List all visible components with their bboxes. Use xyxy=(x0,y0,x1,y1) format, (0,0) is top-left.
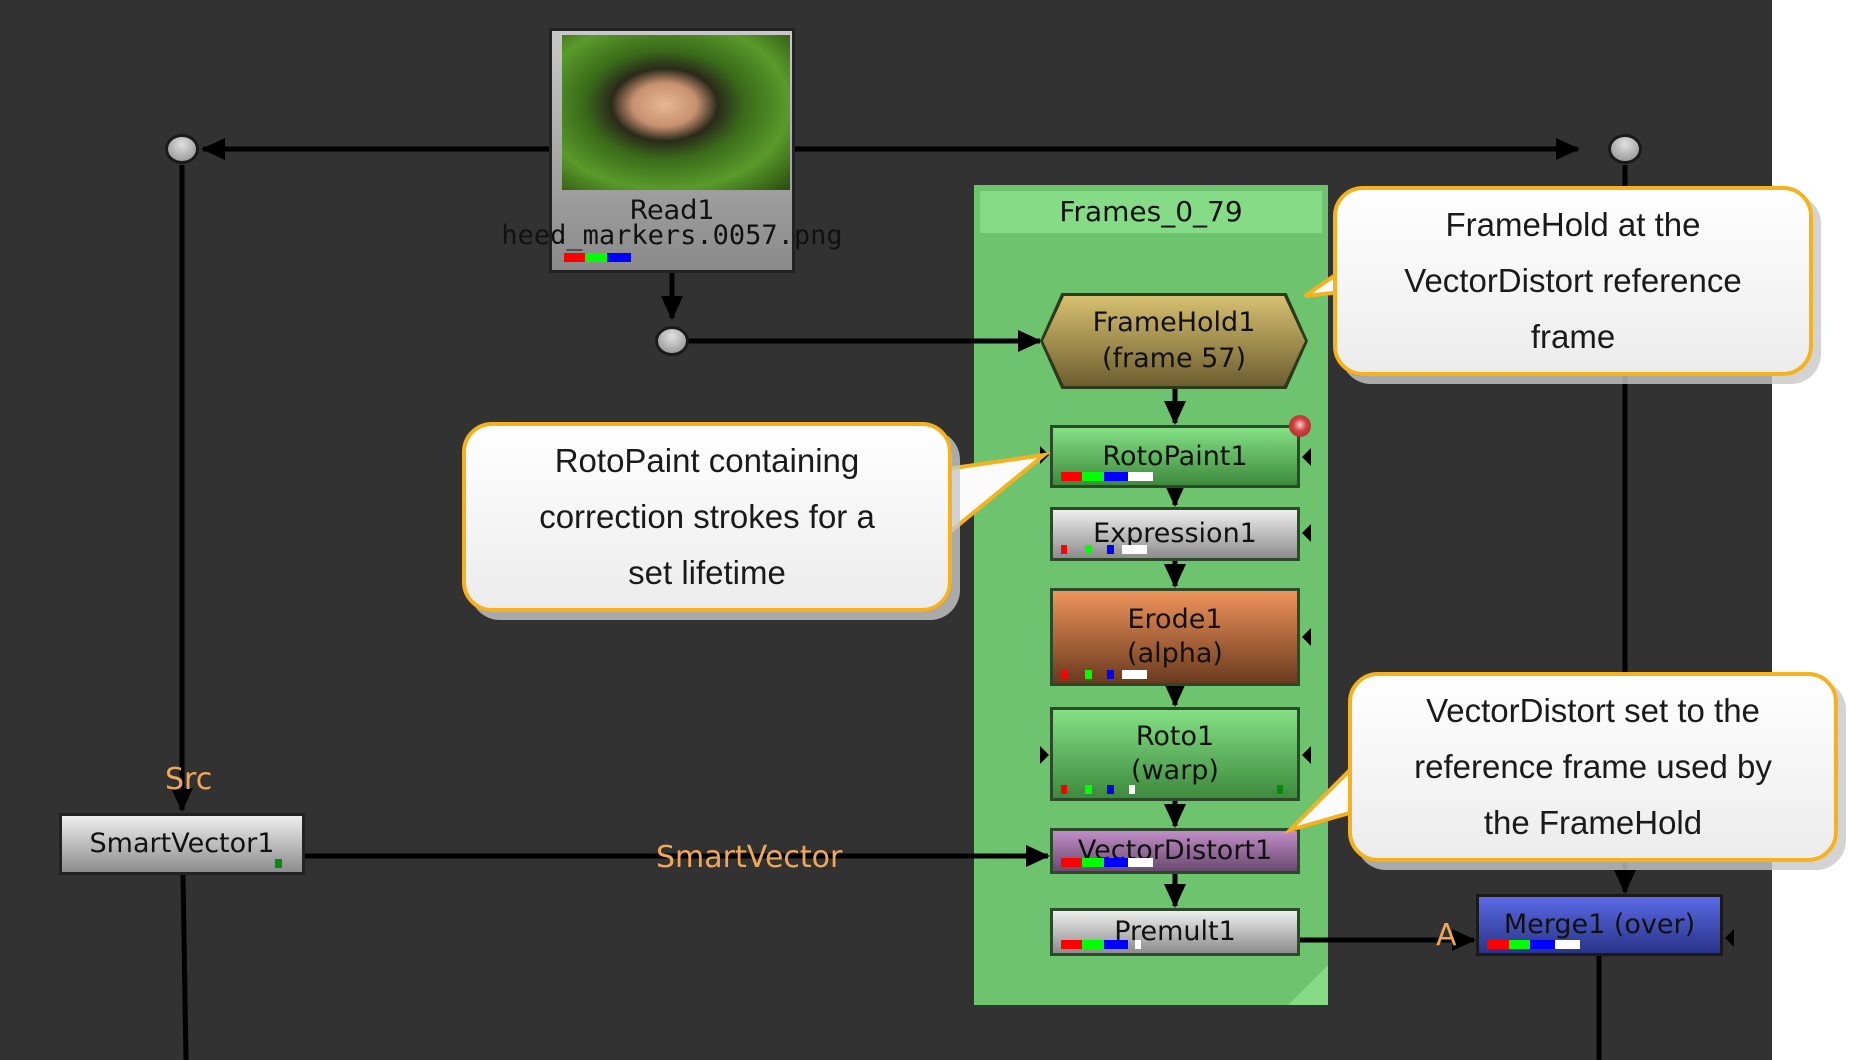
input-arrow-left[interactable] xyxy=(1040,746,1049,764)
merge-name: Merge1 (over) xyxy=(1503,909,1696,940)
roto-mode: (warp) xyxy=(1131,755,1219,786)
rotopaint-node[interactable]: RotoPaint1 xyxy=(1050,425,1300,488)
callout-line: reference frame used by xyxy=(1414,748,1772,785)
expression-name: Expression1 xyxy=(1093,518,1257,549)
merge-node[interactable]: Merge1 (over) xyxy=(1476,894,1723,956)
mask-input-arrow[interactable] xyxy=(1302,628,1311,646)
channel-indicator xyxy=(1061,785,1135,794)
premult-node[interactable]: Premult1 xyxy=(1050,908,1300,956)
callout-line: set lifetime xyxy=(628,554,786,591)
dot-node-middle[interactable] xyxy=(655,326,689,356)
dot-node-left[interactable] xyxy=(165,134,199,164)
channel-indicator xyxy=(1061,858,1153,867)
callout-line: RotoPaint containing xyxy=(554,442,860,479)
read-thumbnail xyxy=(562,35,790,190)
warning-badge-icon[interactable] xyxy=(1289,415,1311,437)
callout-line: the FrameHold xyxy=(1483,804,1703,841)
mask-input-arrow[interactable] xyxy=(1302,524,1311,542)
callout-line: VectorDistort set to the xyxy=(1426,692,1760,729)
channel-indicator xyxy=(1061,670,1147,679)
framehold-frame: (frame 57) xyxy=(1101,343,1247,374)
callout-line: correction strokes for a xyxy=(539,498,875,535)
framehold-node[interactable]: FrameHold1 (frame 57) xyxy=(1040,293,1308,389)
mask-input-arrow[interactable] xyxy=(1302,448,1311,466)
channel-indicator xyxy=(1061,545,1147,554)
backdrop-resize-handle[interactable] xyxy=(1288,965,1328,1005)
mask-input-arrow[interactable] xyxy=(1725,929,1734,947)
channel-indicator xyxy=(1061,472,1153,481)
read-node[interactable]: Read1 xyxy=(549,28,795,273)
smartvector-node[interactable]: SmartVector1 xyxy=(59,813,305,875)
callout-rotopaint: RotoPaint containing correction strokes … xyxy=(462,422,952,612)
callout-line: frame xyxy=(1530,318,1616,355)
edge-label-src: Src xyxy=(165,762,213,797)
channel-indicator xyxy=(1061,940,1141,949)
edge-label-smartvector: SmartVector xyxy=(656,840,843,875)
callout-line: FrameHold at the xyxy=(1445,206,1701,243)
erode-node[interactable]: Erode1 (alpha) xyxy=(1050,588,1300,686)
channel-indicator xyxy=(564,253,631,262)
expression-node[interactable]: Expression1 xyxy=(1050,507,1300,561)
framehold-name: FrameHold1 xyxy=(1092,307,1256,338)
erode-name: Erode1 xyxy=(1127,604,1223,635)
roto-name: Roto1 xyxy=(1135,721,1215,752)
channel-indicator-green xyxy=(1277,785,1283,794)
mask-input-arrow[interactable] xyxy=(1302,746,1311,764)
callout-vectordistort: VectorDistort set to the reference frame… xyxy=(1348,672,1838,862)
read-node-name: Read1 xyxy=(629,195,715,226)
channel-indicator xyxy=(1487,940,1580,949)
rotopaint-name: RotoPaint1 xyxy=(1102,440,1248,472)
smartvector-name: SmartVector1 xyxy=(89,828,275,859)
dot-node-right[interactable] xyxy=(1608,134,1642,164)
roto-node[interactable]: Roto1 (warp) xyxy=(1050,707,1300,801)
erode-channel: (alpha) xyxy=(1127,638,1223,669)
premult-name: Premult1 xyxy=(1114,916,1236,947)
vectordistort-node[interactable]: VectorDistort1 xyxy=(1050,828,1300,874)
read-file-label: heed_markers.0057.png xyxy=(501,220,843,251)
callout-framehold: FrameHold at the VectorDistort reference… xyxy=(1333,186,1813,376)
input-arrow-left[interactable] xyxy=(1040,446,1049,464)
backdrop-title: Frames_0_79 xyxy=(980,191,1322,233)
channel-indicator-green xyxy=(275,859,282,868)
callout-line: VectorDistort reference xyxy=(1404,262,1742,299)
edge-label-a: A xyxy=(1436,918,1457,953)
